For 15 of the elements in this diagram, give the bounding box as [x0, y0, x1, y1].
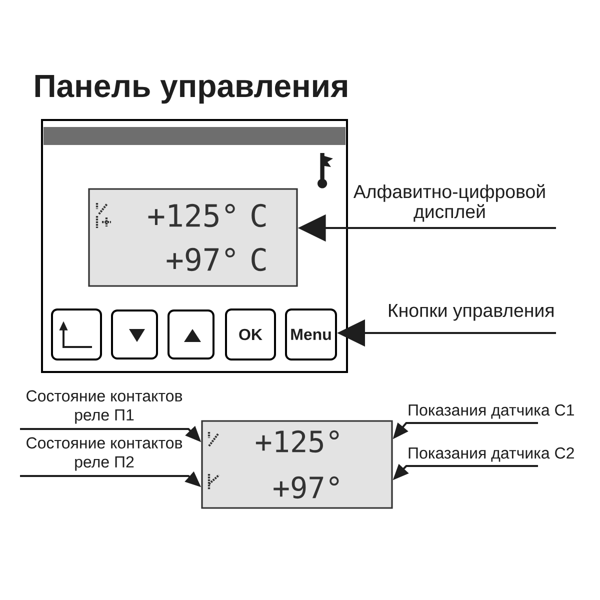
down-button — [111, 310, 158, 360]
device-panel — [41, 119, 348, 373]
menu-button: Menu — [285, 308, 337, 360]
callout-label: Состояние контактов реле П2 — [26, 437, 182, 471]
up-button — [168, 310, 214, 360]
callout-label: Показания датчика С2 — [408, 447, 574, 462]
title: Панель управления — [35, 74, 347, 104]
return-button — [51, 308, 102, 360]
ok-button: OK — [225, 308, 276, 360]
callout-label: Состояние контактов реле П1 — [26, 390, 182, 424]
callout-label: Кнопки управления — [389, 304, 554, 321]
lcd-display: +125° C +97° C — [88, 188, 298, 287]
callout-label: Показания датчика С1 — [408, 404, 574, 419]
lcd-display: +125° +97° — [201, 420, 393, 509]
callout-label: Алфавитно-цифровой дисплей — [353, 184, 545, 222]
